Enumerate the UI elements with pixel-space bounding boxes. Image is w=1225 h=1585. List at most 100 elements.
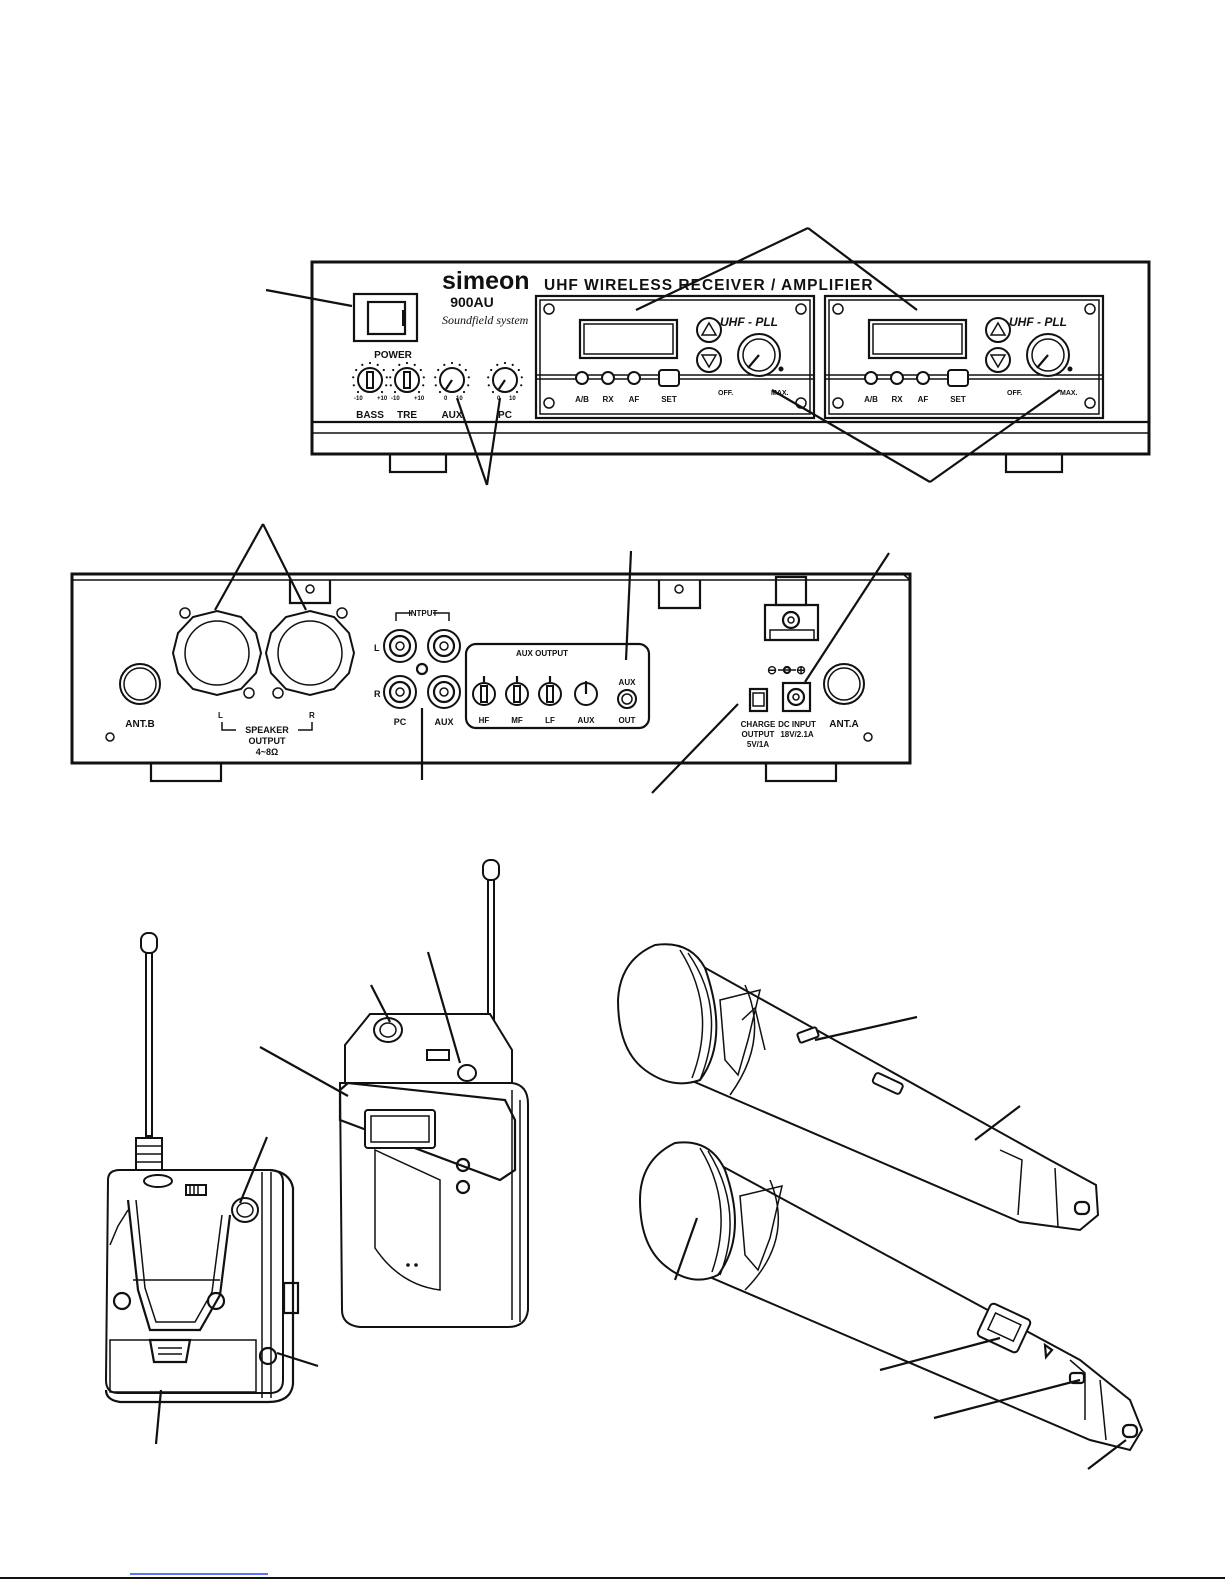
brand-logo: simeon xyxy=(442,267,530,295)
knob-aux-out[interactable] xyxy=(574,681,598,706)
knob-scale-dot xyxy=(385,384,388,387)
ant-a-label: ANT.A xyxy=(829,719,858,730)
charge-label-1: CHARGE xyxy=(741,720,776,729)
ant-b-label: ANT.B xyxy=(125,719,154,730)
aux-output-panel xyxy=(464,642,651,730)
knob-scale-dot xyxy=(467,384,470,387)
bass-scale-max: +10 xyxy=(377,396,388,402)
label-max-right: MAX. xyxy=(1060,390,1078,397)
rca-input-aux-l[interactable] xyxy=(427,629,461,663)
knob-lf[interactable] xyxy=(538,676,562,706)
up-button-right[interactable] xyxy=(985,317,1011,343)
rca-input-aux-r[interactable] xyxy=(427,675,461,709)
knob-mf[interactable] xyxy=(505,676,529,706)
knob-scale-dot xyxy=(398,363,401,366)
knob-scale-dot xyxy=(511,363,514,366)
label-ab-right: A/B xyxy=(864,395,878,404)
rca-input-pc-l[interactable] xyxy=(383,629,417,663)
volume-knob-left[interactable] xyxy=(737,333,784,377)
speaker-output-l[interactable] xyxy=(171,607,263,699)
knob-scale-dot xyxy=(517,368,520,372)
down-button-left[interactable] xyxy=(696,347,722,373)
knob-scale-dot xyxy=(496,363,499,366)
receiver-label-right: UHF - PLL xyxy=(1009,315,1067,329)
speaker-l-label: L xyxy=(218,711,223,720)
volume-knob-right[interactable] xyxy=(1026,333,1073,377)
product-title: UHF WIRELESS RECEIVER / AMPLIFIER xyxy=(544,277,874,294)
knob-scale-dot xyxy=(393,390,397,394)
rear-foot-left xyxy=(149,761,223,783)
charge-label-3: 5V/1A xyxy=(747,740,769,749)
rca-input-pc-r[interactable] xyxy=(383,675,417,709)
knob-pc[interactable] xyxy=(492,367,518,393)
knob-scale-dot xyxy=(422,384,425,387)
label-lf: LF xyxy=(545,716,555,725)
aux-scale-ten: 10 xyxy=(456,396,463,402)
receiver-label-left: UHF - PLL xyxy=(720,315,778,329)
knob-scale-dot xyxy=(520,384,523,387)
input-aux-label: AUX xyxy=(434,717,453,727)
knob-scale-dot xyxy=(438,390,442,394)
knob-scale-dot xyxy=(437,368,440,372)
led-ab-left xyxy=(575,371,589,385)
knob-scale-dot xyxy=(380,390,384,394)
rear-callouts xyxy=(214,523,890,794)
knob-scale-dot xyxy=(458,363,461,366)
power-switch[interactable] xyxy=(366,300,407,336)
knob-scale-dot xyxy=(405,361,409,365)
front-foot-left xyxy=(388,452,448,474)
charge-output-port[interactable] xyxy=(748,687,769,713)
aux-scale-zero: 0 xyxy=(444,396,448,402)
front-chassis xyxy=(310,260,1151,456)
knob-scale-dot xyxy=(487,384,490,387)
knob-scale-dot xyxy=(417,390,421,394)
label-set-left: SET xyxy=(661,395,677,404)
label-aux-knob: AUX xyxy=(578,716,596,725)
knob-label-pc: PC xyxy=(498,410,512,421)
knob-hf[interactable] xyxy=(472,676,496,706)
label-off-left: OFF. xyxy=(718,390,733,397)
set-button-right[interactable] xyxy=(947,369,969,387)
speaker-output-label2: OUTPUT xyxy=(249,736,287,746)
pc-scale-ten: 10 xyxy=(509,396,516,402)
knob-scale-dot xyxy=(503,361,507,365)
antenna-a-connector[interactable] xyxy=(823,663,865,705)
label-af-right: AF xyxy=(918,395,929,404)
label-off-right: OFF. xyxy=(1007,390,1022,397)
knob-scale-dot xyxy=(355,368,358,372)
aux-out-jack[interactable] xyxy=(617,689,637,709)
antenna-b-connector[interactable] xyxy=(119,663,161,705)
knob-scale-dot xyxy=(352,384,355,387)
led-ab-right xyxy=(864,371,878,385)
label-set-right: SET xyxy=(950,395,966,404)
speaker-output-r[interactable] xyxy=(264,607,356,699)
input-l-label: L xyxy=(374,643,380,653)
set-button-left[interactable] xyxy=(658,369,680,387)
knob-scale-dot xyxy=(491,390,495,394)
knob-scale-dot xyxy=(467,376,470,379)
dc-input-port[interactable] xyxy=(781,681,812,713)
led-af-left xyxy=(627,371,641,385)
knob-aux[interactable] xyxy=(439,367,465,393)
knob-scale-dot xyxy=(389,376,392,379)
rear-panel: ANT.B ANT.A L R SPEAKER OUTPUT 4~8Ω INTP… xyxy=(70,523,912,794)
knob-scale-dot xyxy=(392,368,395,372)
knob-scale-dot xyxy=(487,376,490,379)
up-button-left[interactable] xyxy=(696,317,722,343)
knob-tre[interactable] xyxy=(394,367,420,393)
aux-jack-top-label: AUX xyxy=(619,678,637,687)
receiver-display-right xyxy=(867,318,968,360)
input-pc-label: PC xyxy=(394,717,407,727)
knob-label-tre: TRE xyxy=(397,410,417,421)
knob-scale-dot xyxy=(389,384,392,387)
knob-bass[interactable] xyxy=(357,367,383,393)
knob-scale-dot xyxy=(490,368,493,372)
led-af-right xyxy=(916,371,930,385)
led-rx-right xyxy=(890,371,904,385)
receiver-display-left xyxy=(578,318,679,360)
down-button-right[interactable] xyxy=(985,347,1011,373)
knob-scale-dot xyxy=(434,376,437,379)
label-rx-left: RX xyxy=(602,395,614,404)
